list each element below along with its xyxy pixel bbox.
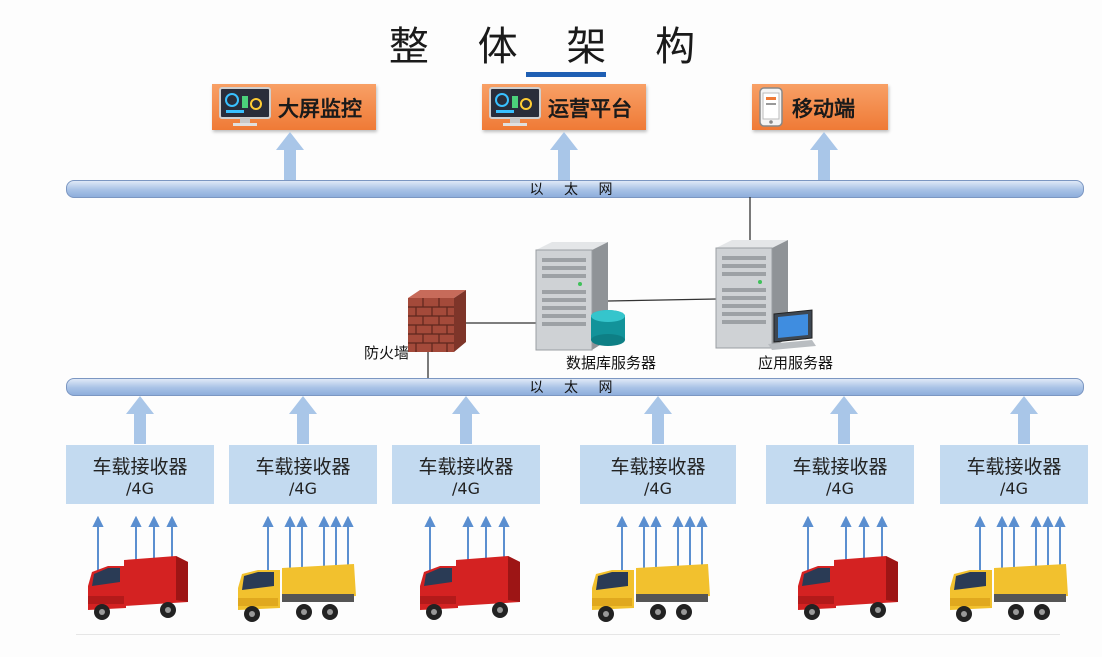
vehicle-receiver-box: 车载接收器 /4G (392, 445, 540, 504)
client-label: 移动端 (792, 97, 855, 121)
monitor-dashboard-icon (219, 87, 271, 126)
red-box-truck-icon (798, 516, 898, 620)
bus-label: 以 太 网 (529, 182, 621, 198)
receiver-network: /4G (644, 479, 672, 498)
firewall-icon (408, 290, 466, 352)
application-server-icon (715, 240, 816, 350)
db-server-label: 数据库服务器 (566, 354, 657, 372)
vehicle-receiver-box: 车载接收器 /4G (940, 445, 1088, 504)
receiver-label: 车载接收器 (966, 456, 1062, 478)
up-arrow-icon (289, 396, 317, 444)
client-operations-platform: 运营平台 (482, 84, 646, 130)
title-underline (526, 72, 606, 77)
up-arrow-icon (276, 132, 304, 180)
red-box-truck-icon (88, 516, 188, 620)
bottom-ethernet-bus: 以 太 网 (66, 378, 1084, 396)
firewall-label: 防火墙 (364, 344, 410, 362)
receiver-label: 车载接收器 (92, 456, 188, 478)
receiver-network: /4G (826, 479, 854, 498)
up-arrow-icon (810, 132, 838, 180)
mobile-phone-icon (759, 87, 783, 127)
receiver-network: /4G (126, 479, 154, 498)
app-server-label: 应用服务器 (758, 354, 834, 372)
top-ethernet-bus: 以 太 网 (66, 180, 1084, 198)
client-mobile: 移动端 (752, 84, 888, 130)
vehicle-receiver-box: 车载接收器 /4G (66, 445, 214, 504)
baseline-divider (76, 634, 1060, 635)
red-box-truck-icon (420, 516, 520, 620)
bus-label: 以 太 网 (529, 380, 621, 396)
receiver-label: 车载接收器 (255, 456, 351, 478)
up-arrow-icon (830, 396, 858, 444)
up-arrow-icon (644, 396, 672, 444)
yellow-dump-truck-icon (950, 516, 1068, 622)
client-label: 运营平台 (548, 97, 632, 121)
monitor-dashboard-icon (489, 87, 541, 126)
up-arrow-icon (550, 132, 578, 180)
database-server-icon (535, 242, 625, 351)
up-arrow-icon (126, 396, 154, 444)
vehicle-receiver-box: 车载接收器 /4G (229, 445, 377, 504)
yellow-dump-truck-icon (238, 516, 356, 622)
receiver-network: /4G (452, 479, 480, 498)
yellow-dump-truck-icon (592, 516, 710, 622)
up-arrow-icon (452, 396, 480, 444)
vehicle-receiver-box: 车载接收器 /4G (766, 445, 914, 504)
client-big-screen: 大屏监控 (212, 84, 376, 130)
up-arrow-icon (1010, 396, 1038, 444)
receiver-label: 车载接收器 (610, 456, 706, 478)
receiver-label: 车载接收器 (792, 456, 888, 478)
receiver-label: 车载接收器 (418, 456, 514, 478)
receiver-network: /4G (289, 479, 317, 498)
client-label: 大屏监控 (278, 97, 362, 121)
vehicle-receiver-box: 车载接收器 /4G (580, 445, 736, 504)
receiver-network: /4G (1000, 479, 1028, 498)
diagram-title: 整 体 架 构 (388, 24, 714, 70)
